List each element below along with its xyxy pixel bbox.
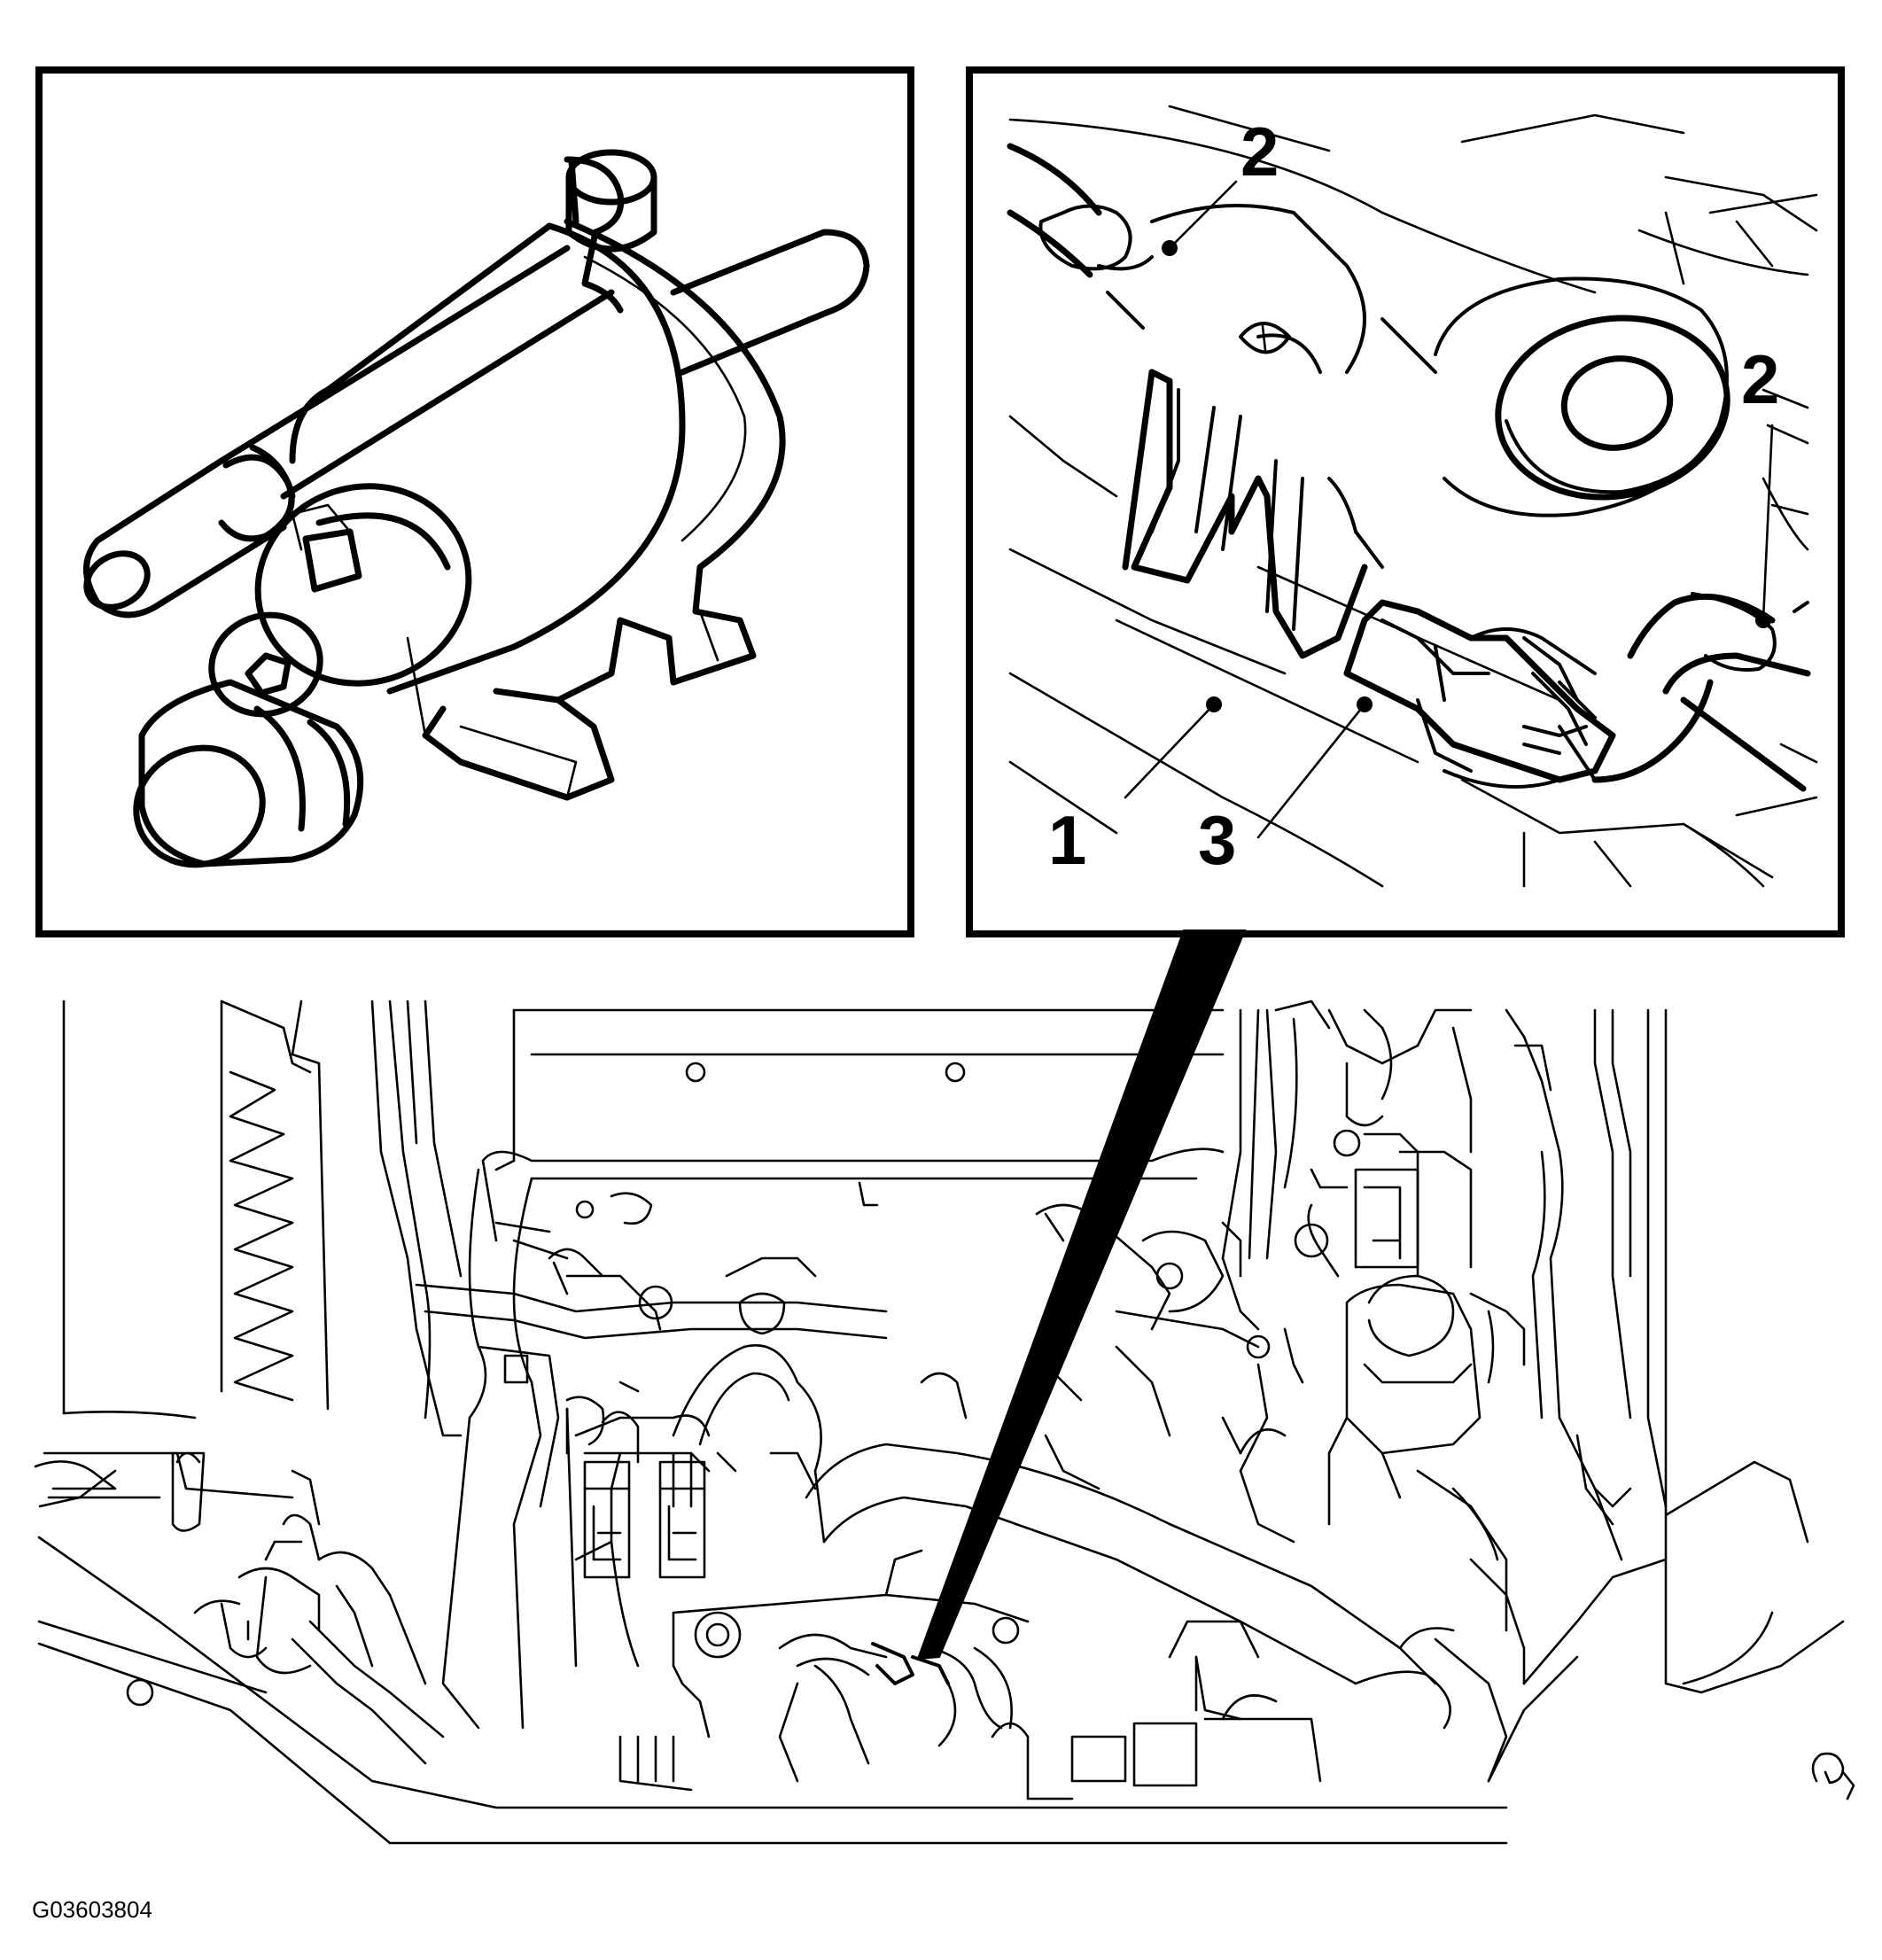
detail-pointer [916, 929, 1247, 1661]
orientation-symbol [1811, 1752, 1855, 1801]
callout-1: 1 [1048, 801, 1086, 879]
component-inset [35, 66, 914, 937]
callout-3: 3 [1198, 801, 1236, 879]
evap-valve-location [477, 1345, 711, 1668]
detail-inset: 2 2 1 3 [966, 66, 1845, 937]
detail-inset-frame [966, 66, 1845, 937]
callout-2-upper: 2 [1240, 113, 1279, 191]
detail-illustration [1007, 105, 1818, 888]
component-inset-frame [35, 66, 914, 937]
figure-code: G03603804 [32, 1896, 152, 1923]
canister-valve-illustration [83, 149, 870, 868]
engine-overview [34, 999, 1855, 1845]
coolant-reservoir [1327, 1274, 1481, 1526]
callout-2-right: 2 [1741, 340, 1779, 418]
radiator-fins [229, 1070, 294, 1402]
